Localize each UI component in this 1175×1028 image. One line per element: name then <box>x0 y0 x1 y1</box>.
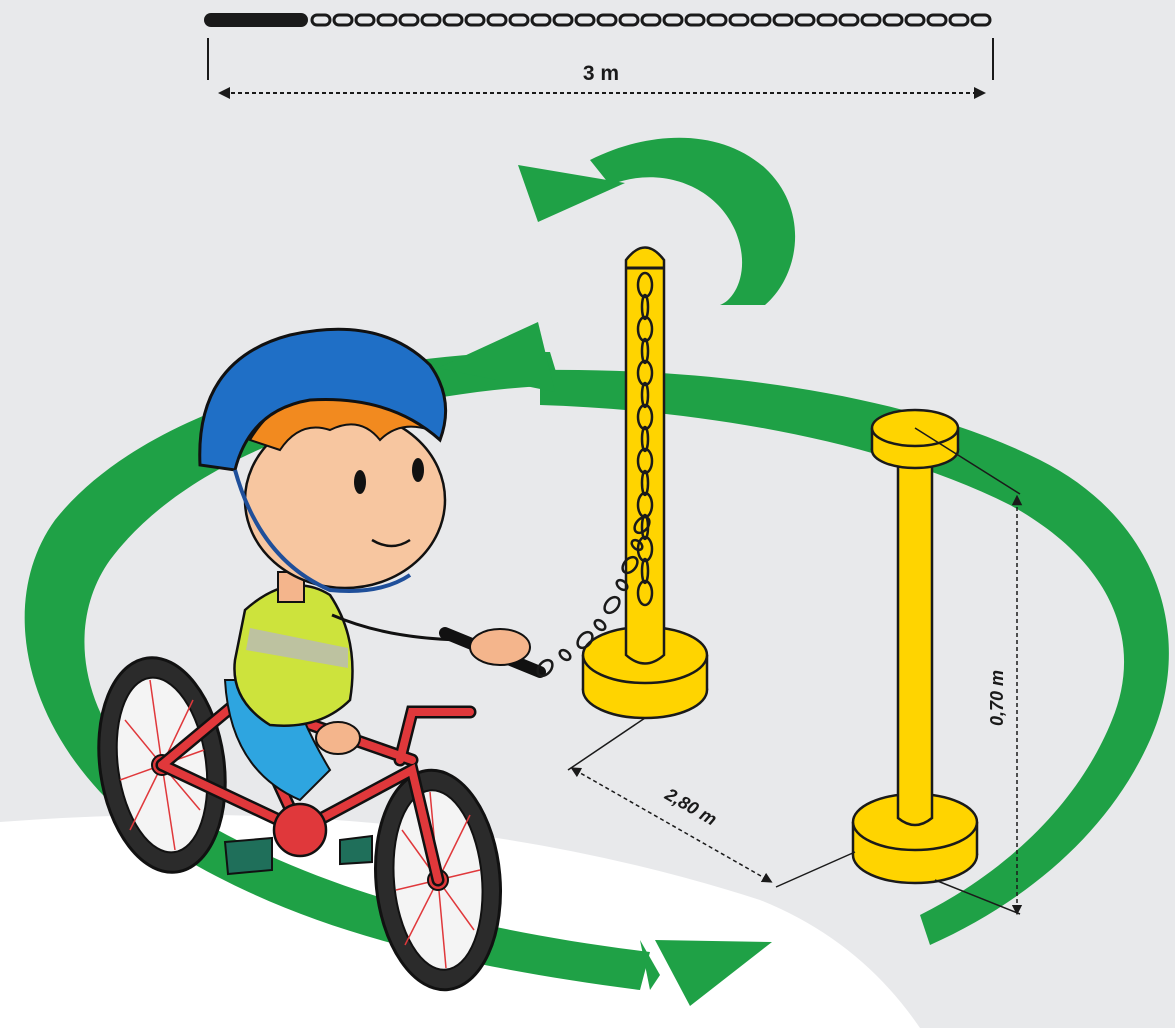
chain-link <box>636 579 654 607</box>
chain-link <box>794 13 816 27</box>
chain-link <box>354 13 376 27</box>
chain-link <box>618 13 640 27</box>
chain-link <box>636 315 654 343</box>
chain-link <box>621 555 639 575</box>
chain-link <box>640 425 650 453</box>
post-icon <box>851 408 979 885</box>
post-height-dimension: 0,70 m <box>914 427 1023 916</box>
chain-link <box>640 293 650 321</box>
chain-link <box>904 13 926 27</box>
chain-link <box>640 469 650 497</box>
chain-link <box>860 13 882 27</box>
chain-link <box>332 13 354 27</box>
chain-link <box>636 403 654 431</box>
chain-link <box>948 13 970 27</box>
chain-link <box>376 13 398 27</box>
chain-link <box>442 13 464 27</box>
chain-link <box>816 13 838 27</box>
chain-link <box>882 13 904 27</box>
post-with-chain-icon <box>581 246 709 720</box>
chain-link <box>486 13 508 27</box>
post-distance-label: 2,80 m <box>661 784 720 830</box>
chain-link <box>576 630 594 650</box>
chain-link <box>633 515 651 535</box>
child-on-bicycle-icon <box>97 327 651 992</box>
post-height-label: 0,70 m <box>987 670 1007 726</box>
chain-link <box>630 538 644 552</box>
chain-link <box>728 13 750 27</box>
chain-link <box>593 618 607 632</box>
chain-link <box>640 557 650 585</box>
chain-link <box>684 13 706 27</box>
chain-link <box>508 13 530 27</box>
chain-link <box>640 337 650 365</box>
chain-link <box>636 271 654 299</box>
u-turn-arrow-icon <box>518 137 796 305</box>
chain-link <box>420 13 442 27</box>
chain-link <box>838 13 860 27</box>
chain-link <box>772 13 794 27</box>
chain-link <box>706 13 728 27</box>
chain-link <box>970 13 992 27</box>
chain-icon <box>204 13 992 27</box>
chain-link <box>640 13 662 27</box>
chain-link <box>558 648 572 662</box>
chain-link <box>615 578 629 592</box>
post-distance-line <box>570 767 773 883</box>
chain-link <box>398 13 420 27</box>
chain-link <box>662 13 684 27</box>
chain-link <box>536 658 554 678</box>
chain-link <box>636 447 654 475</box>
chain-link <box>310 13 332 27</box>
chain-length-label: 3 m <box>583 62 619 85</box>
chain-link <box>530 13 552 27</box>
chain-link <box>750 13 772 27</box>
chain-link <box>603 595 621 615</box>
chain-link <box>464 13 486 27</box>
chain-link <box>640 381 650 409</box>
chain-length-dimension: 3 m <box>207 38 994 99</box>
helmet <box>198 327 448 472</box>
chain-link <box>574 13 596 27</box>
chain-link <box>926 13 948 27</box>
chain-link <box>552 13 574 27</box>
chain-link <box>636 359 654 387</box>
chain-link <box>596 13 618 27</box>
